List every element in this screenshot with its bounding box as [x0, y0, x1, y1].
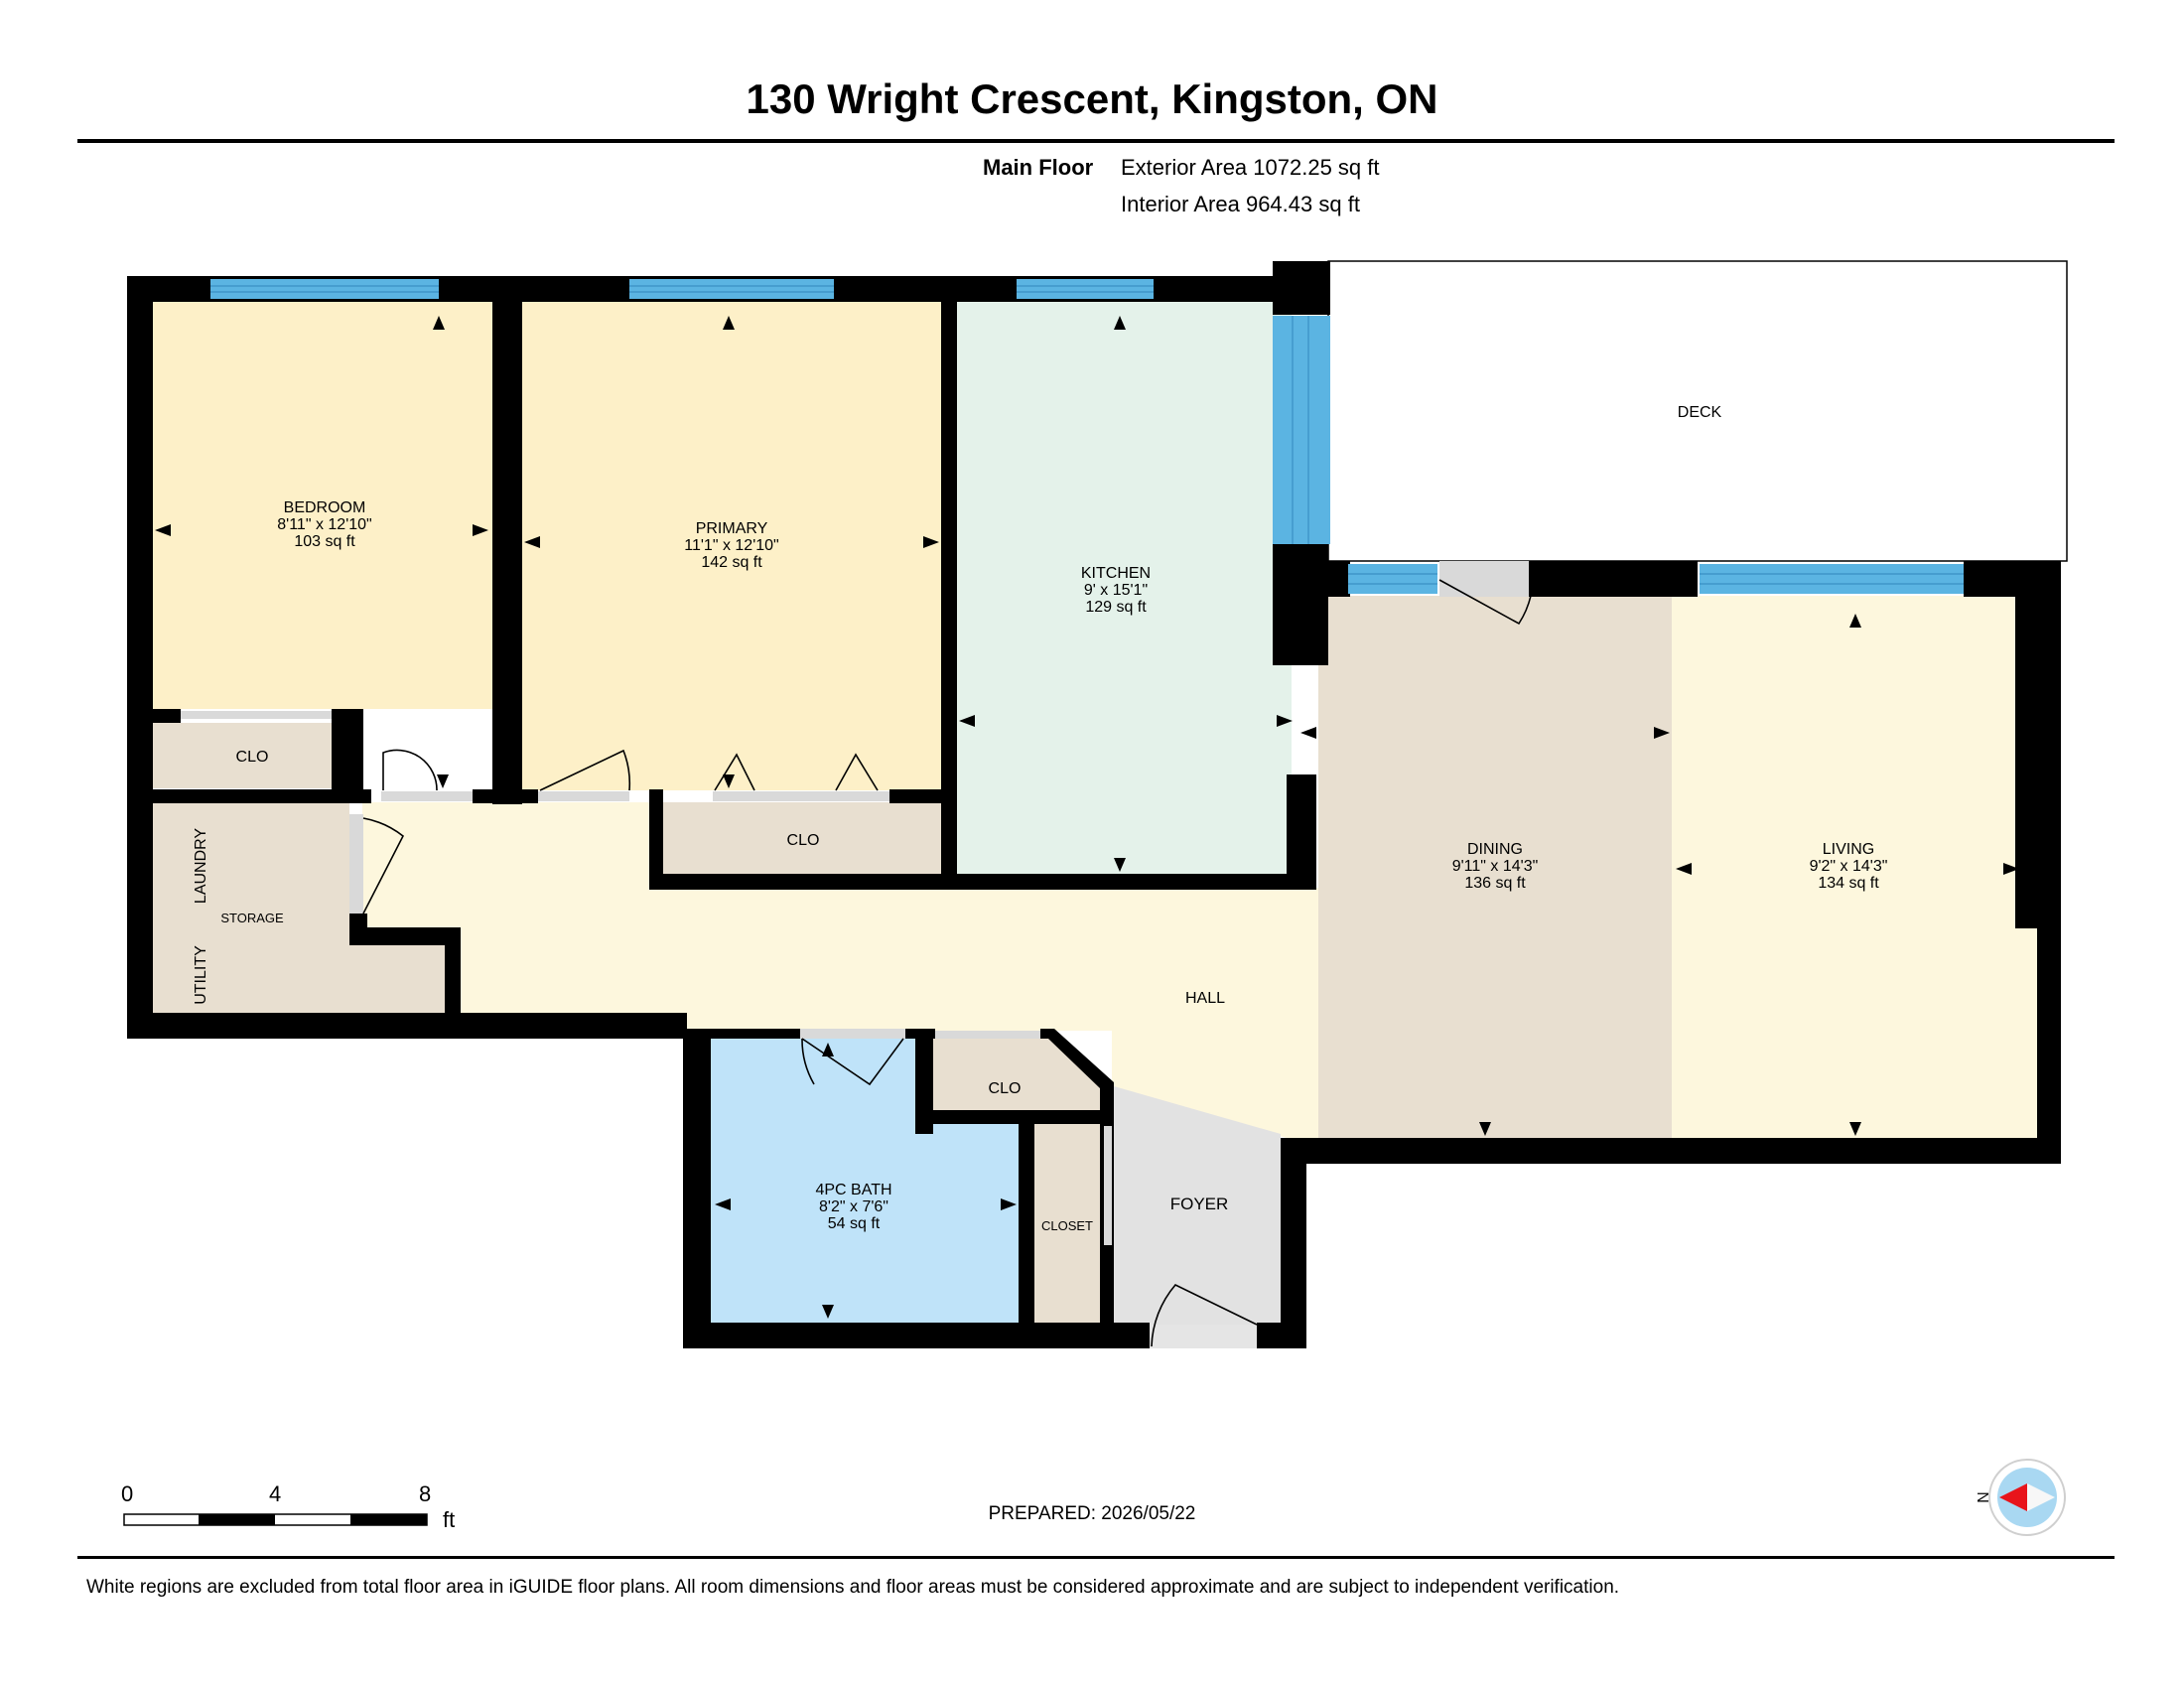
exterior-area: Exterior Area 1072.25 sq ft [1121, 155, 1380, 180]
disclaimer: White regions are excluded from total fl… [86, 1577, 1620, 1598]
deck-name: DECK [1678, 404, 1722, 421]
clo-bedroom-name: CLO [236, 749, 269, 766]
utility-name: UTILITY [193, 945, 209, 1005]
clo-primary-name: CLO [787, 832, 820, 849]
prepared-date: PREPARED: 2026/05/22 [988, 1503, 1196, 1524]
bedroom-name: BEDROOM [284, 499, 366, 516]
page-title: 130 Wright Crescent, Kingston, ON [746, 75, 1438, 122]
window [1017, 279, 1154, 299]
scale-unit: ft [443, 1507, 456, 1532]
primary-dims: 11'1" x 12'10" [684, 537, 778, 554]
dining-dims: 9'11" x 14'3" [1452, 858, 1539, 875]
footer-divider [77, 1556, 2115, 1559]
storage-fill [151, 802, 447, 1015]
window [629, 279, 834, 299]
dimension-arrows [155, 316, 2019, 1319]
laundry-name: LAUNDRY [193, 828, 209, 905]
windows [210, 279, 1964, 594]
bath-area: 54 sq ft [828, 1215, 881, 1232]
deck-area [1327, 260, 2068, 562]
bedroom-fill [151, 300, 492, 709]
bath-dims: 8'2" x 7'6" [819, 1198, 888, 1215]
closet-name: CLOSET [1041, 1218, 1093, 1233]
kitchen-fill [956, 300, 1292, 876]
kitchen-name: KITCHEN [1081, 565, 1151, 582]
bath-name: 4PC BATH [815, 1182, 891, 1198]
hall-name: HALL [1185, 990, 1225, 1007]
living-dims: 9'2" x 14'3" [1810, 858, 1888, 875]
dining-fill [1318, 596, 1672, 1138]
window [1273, 316, 1330, 544]
clo-primary-fill [663, 802, 943, 874]
room-fills [151, 260, 2068, 1348]
storage-name: STORAGE [220, 911, 284, 925]
foyer-fill [1114, 1086, 1281, 1348]
scale-label-4: 4 [269, 1481, 282, 1506]
living-name: LIVING [1823, 841, 1874, 858]
hall-fill [362, 802, 1318, 1138]
room-labels: BEDROOM 8'11" x 12'10" 103 sq ft PRIMARY… [193, 404, 1887, 1233]
scale-label-0: 0 [121, 1481, 134, 1506]
clo-bath-name: CLO [989, 1080, 1022, 1097]
kitchen-area: 129 sq ft [1085, 599, 1147, 616]
compass: N [1974, 1459, 2066, 1536]
doors [181, 561, 1532, 1348]
dining-name: DINING [1467, 841, 1523, 858]
primary-fill [521, 300, 942, 790]
window [1700, 564, 1964, 594]
interior-area: Interior Area 964.43 sq ft [1121, 192, 1360, 216]
scale-bar [123, 1513, 428, 1526]
dining-area: 136 sq ft [1464, 875, 1526, 892]
living-fill [1672, 596, 2037, 1138]
kitchen-dims: 9' x 15'1" [1084, 582, 1148, 599]
title-divider [77, 139, 2115, 143]
closet-fill [1034, 1124, 1104, 1323]
floor-label: Main Floor [983, 155, 1094, 180]
scale-label-8: 8 [419, 1481, 432, 1506]
foyer-name: FOYER [1170, 1195, 1229, 1213]
compass-label: N [1974, 1491, 1990, 1503]
primary-area: 142 sq ft [701, 554, 762, 571]
window [1348, 564, 1437, 594]
bedroom-dims: 8'11" x 12'10" [277, 516, 371, 533]
window [210, 279, 439, 299]
living-area: 134 sq ft [1818, 875, 1879, 892]
clo-bath-fill [933, 1033, 1100, 1110]
bedroom-area: 103 sq ft [294, 533, 355, 550]
clo-bedroom-fill [151, 723, 351, 788]
primary-name: PRIMARY [696, 520, 768, 537]
